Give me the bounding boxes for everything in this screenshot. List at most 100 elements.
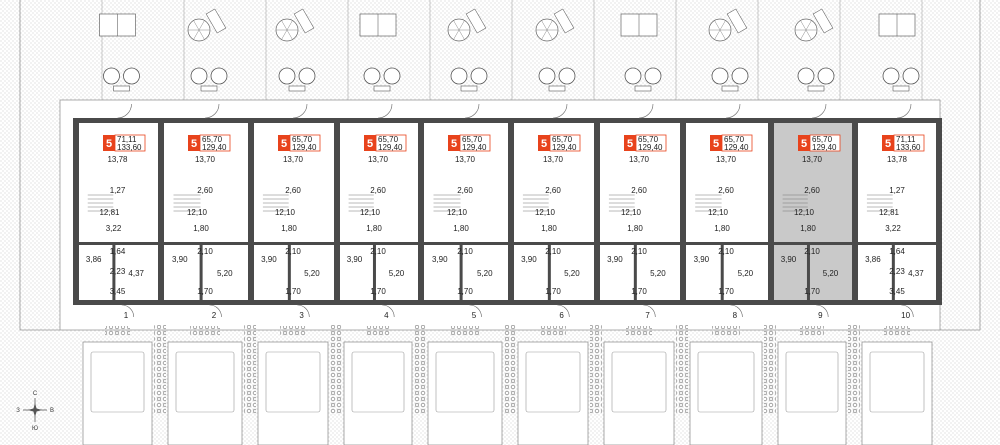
terrace-furniture — [878, 13, 920, 92]
wall-internal — [372, 245, 376, 300]
room-living: 12,10 — [794, 208, 815, 217]
room-hall: 2,10 — [457, 247, 473, 256]
driveway — [82, 326, 153, 445]
wall-top — [420, 118, 510, 123]
room-bath: 1,80 — [714, 224, 730, 233]
door-swing — [469, 304, 482, 318]
unit-number: 3 — [299, 311, 304, 320]
room-stair: 1,27 — [110, 186, 126, 195]
driveway — [848, 325, 933, 445]
floors-badge-label: 5 — [451, 138, 457, 150]
unit-number: 8 — [733, 311, 738, 320]
wall-side — [158, 118, 164, 305]
wall-bottom — [854, 300, 940, 305]
wall-internal — [720, 245, 724, 300]
room-room: 4,37 — [908, 269, 924, 278]
area-a: 65,70 — [202, 135, 223, 144]
room-bath: 1,80 — [281, 224, 297, 233]
driveway — [330, 325, 413, 445]
room-top: 13,70 — [629, 155, 650, 164]
wall-side — [768, 118, 774, 305]
door-swing — [638, 103, 654, 119]
right-path — [940, 0, 981, 331]
door-swing — [643, 304, 656, 318]
room-living: 12,81 — [99, 208, 120, 217]
terraces — [19, 0, 923, 100]
area-a: 71,11 — [896, 135, 916, 144]
area-a: 65,70 — [378, 135, 399, 144]
unit-number: 6 — [559, 311, 564, 320]
driveway — [504, 325, 589, 445]
wall-side — [418, 118, 424, 305]
room-stair: 2,60 — [718, 186, 734, 195]
door-swing — [816, 304, 829, 318]
terrace-furniture — [359, 13, 401, 92]
area-a: 65,70 — [552, 135, 573, 144]
wall-internal — [75, 242, 160, 245]
compass-north: С — [33, 391, 38, 397]
room-room: 5,20 — [389, 269, 405, 278]
room-bath: 3,22 — [106, 224, 122, 233]
terrace-furniture — [620, 13, 662, 92]
wall-side — [936, 118, 942, 305]
room-bath: 1,80 — [193, 224, 209, 233]
room-bath: 1,80 — [800, 224, 816, 233]
room-room: 5,20 — [564, 269, 580, 278]
room-hall: 2,10 — [631, 247, 647, 256]
room-top: 13,78 — [107, 155, 128, 164]
room-entry: 1,70 — [370, 287, 386, 296]
wall-internal — [633, 245, 637, 300]
door-swing — [292, 103, 308, 119]
area-b: 129,40 — [638, 143, 663, 152]
terrace-furniture — [535, 8, 576, 92]
door-swing — [725, 103, 741, 119]
room-top: 13,70 — [716, 155, 737, 164]
wall-side — [680, 118, 686, 305]
wall-bottom — [770, 300, 854, 305]
room-living: 12,10 — [447, 208, 468, 217]
floors-badge-label: 5 — [367, 138, 373, 150]
door-swing — [209, 304, 222, 318]
area-b: 129,40 — [292, 143, 317, 152]
terrace-furniture — [99, 13, 140, 92]
floors-badge — [538, 135, 550, 151]
area-a: 65,70 — [292, 135, 313, 144]
room-bath: 1,80 — [627, 224, 643, 233]
wall-bottom — [250, 300, 336, 305]
room-hall: 2,10 — [718, 247, 734, 256]
room-entry: 1,70 — [804, 287, 820, 296]
room-top: 13,70 — [368, 155, 389, 164]
room-living: 12,10 — [275, 208, 296, 217]
compass: С Ю З В — [16, 391, 54, 432]
room-entry: 3,45 — [110, 287, 126, 296]
room-top: 13,70 — [283, 155, 304, 164]
area-b: 129,40 — [552, 143, 577, 152]
room-bath: 3,22 — [885, 224, 901, 233]
room-kitchen: 3,90 — [694, 255, 710, 264]
wall-internal — [420, 242, 510, 245]
wall-internal — [160, 242, 250, 245]
room-entry: 1,70 — [718, 287, 734, 296]
wall-top — [75, 118, 160, 123]
compass-south: Ю — [32, 426, 38, 432]
wall-top — [250, 118, 336, 123]
room-stair: 2,60 — [804, 186, 820, 195]
wall-side — [594, 118, 600, 305]
floors-badge-label: 5 — [281, 138, 287, 150]
terrace-furniture — [187, 8, 228, 92]
wall-internal — [459, 245, 463, 300]
wall-bottom — [510, 300, 596, 305]
door-swing — [901, 304, 914, 318]
area-box — [114, 134, 146, 152]
room-living: 12,10 — [621, 208, 642, 217]
